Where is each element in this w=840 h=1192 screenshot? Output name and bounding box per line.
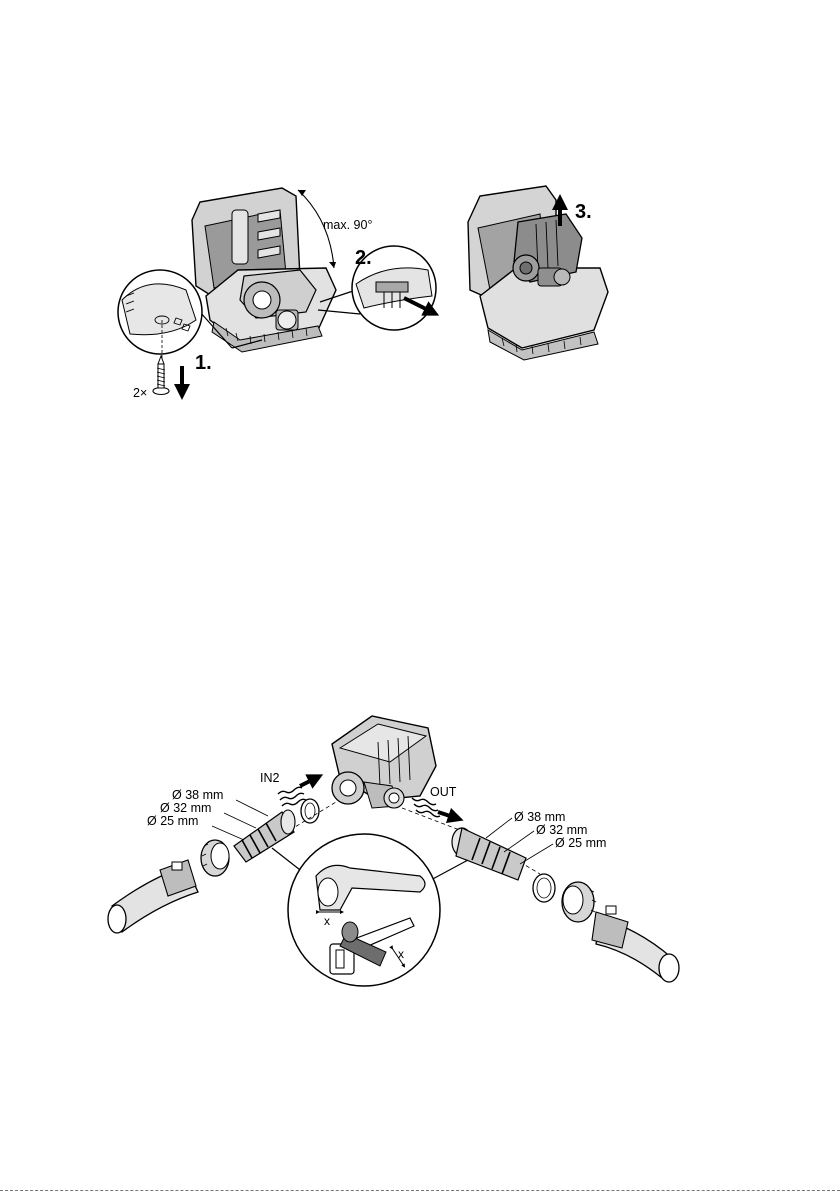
right-size-25: Ø 25 mm (555, 836, 606, 850)
arrow-icon (300, 778, 316, 786)
step-3-label: 3. (575, 201, 592, 223)
arrow-icon (438, 812, 456, 818)
pump-unit (332, 716, 436, 808)
inlet-label: IN2 (260, 771, 280, 785)
cut-length-label-2: x (398, 947, 404, 961)
left-size-25: Ø 25 mm (147, 814, 198, 828)
left-size-38: Ø 38 mm (172, 788, 223, 802)
step-1-label: 1. (195, 352, 212, 374)
outflow-arrow-icon (412, 798, 440, 817)
cut-length-label: x (324, 914, 330, 928)
angle-label: max. 90° (323, 218, 372, 232)
hose-left (108, 860, 198, 933)
hose-right (592, 906, 679, 982)
left-size-32: Ø 32 mm (160, 801, 211, 815)
step-2-label: 2. (355, 247, 372, 269)
screw-icon (153, 356, 169, 395)
screw-count: 2× (133, 386, 147, 400)
inflow-arrow-icon (278, 787, 306, 806)
union-nut-left (201, 840, 229, 876)
union-nut-right (562, 882, 596, 922)
right-size-38: Ø 38 mm (514, 810, 565, 824)
right-size-32: Ø 32 mm (536, 823, 587, 837)
hose-tail-left (234, 810, 295, 862)
detail-circle-cut: x x (288, 834, 440, 986)
outlet-label: OUT (430, 785, 457, 799)
